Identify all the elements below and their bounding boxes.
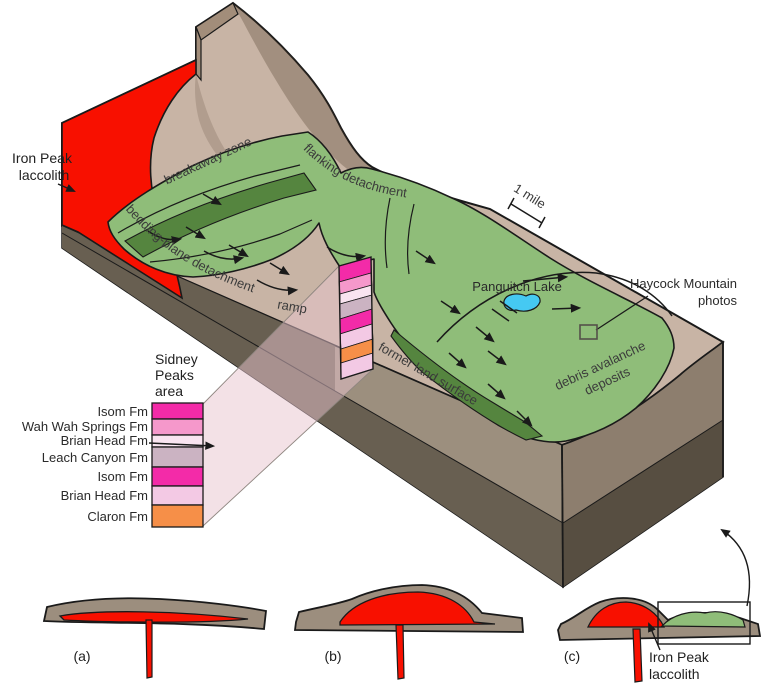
panel-b-laccolith <box>339 591 496 626</box>
iron-peak-bottom-arrow <box>648 622 661 651</box>
panel-c-laccolith <box>586 601 666 628</box>
panel-c-focus-rectangle <box>657 601 751 645</box>
legend-column: Isom Fm Wah Wah Springs Fm Brian Head Fm… <box>22 351 216 528</box>
terrace-scarp-band <box>124 172 317 258</box>
headwall-cliff-face-left <box>195 26 202 82</box>
iron-peak-bottom-label-1: Iron Peak <box>649 649 710 665</box>
debris-lobe-boundary <box>436 271 673 343</box>
legend-swatch-wahwah <box>151 418 204 436</box>
face-layer-line-right <box>562 419 724 524</box>
right-face-lower-dark <box>563 420 723 587</box>
panel-b: (b) <box>293 584 524 680</box>
sidney-peaks-title-1: Sidney <box>155 351 198 367</box>
terrace-line-lower <box>149 219 313 263</box>
iron-peak-label-2: laccolith <box>19 167 70 183</box>
sidney-peaks-title-2: Peaks <box>155 367 194 383</box>
legend-swatch-isom <box>151 402 204 420</box>
haycock-label-1: Haycock Mountain <box>630 276 737 291</box>
panel-a-sill <box>58 611 249 623</box>
haycock-leader-line <box>595 295 649 331</box>
iron-peak-leader-arrow <box>57 183 76 192</box>
panel-a-dike <box>145 619 153 679</box>
terrace-line-upper <box>117 164 301 234</box>
panguitch-lake-label: Panguitch Lake <box>472 279 562 294</box>
legend-label: Claron Fm <box>87 509 148 524</box>
panel-c-dike <box>632 628 643 683</box>
panel-b-label: (b) <box>324 648 341 664</box>
haycock-label-2: photos <box>698 293 738 308</box>
legend-label: Isom Fm <box>97 469 148 484</box>
sidney-peaks-title-3: area <box>155 383 183 399</box>
breakaway-scoop-shadow <box>233 3 372 178</box>
panel-c-deposits <box>660 611 746 628</box>
ramp-label: ramp <box>276 297 308 317</box>
iron-peak-label-1: Iron Peak <box>12 150 73 166</box>
panel-a: (a) <box>42 597 267 679</box>
flow-front-scarp <box>390 329 544 441</box>
panel-c-label: (c) <box>564 648 580 664</box>
ramp-strat-column <box>338 256 374 380</box>
scale-bar <box>507 197 546 229</box>
legend-label: Brian Head Fm <box>61 488 148 503</box>
panguitch-lake-water <box>503 293 541 312</box>
front-corner-edge <box>561 444 564 588</box>
panel-c-zoom-arrow <box>720 528 751 607</box>
haycock-photo-box <box>579 324 598 340</box>
legend-label: Leach Canyon Fm <box>42 450 148 465</box>
detail-projection-fan <box>202 265 374 527</box>
panel-a-label: (a) <box>73 648 90 664</box>
legend-swatch-leach <box>151 446 204 468</box>
legend-swatch-isom2 <box>151 466 204 487</box>
movement-arrows <box>147 193 582 427</box>
fan-fill <box>203 266 373 526</box>
legend-swatch-claron <box>151 504 204 528</box>
legend-swatch-brianhead2 <box>151 485 204 506</box>
sheet-scarp-line-1 <box>384 197 391 269</box>
fan-edge-bottom <box>202 368 374 527</box>
brian-head-pointer <box>148 441 216 450</box>
legend-label: Wah Wah Springs Fm <box>22 419 148 434</box>
sheet-scarp-line-2 <box>407 203 415 275</box>
legend-label: Brian Head Fm <box>61 433 148 448</box>
col-outline <box>338 256 374 380</box>
panel-c: (c) Iron Peak laccolith <box>557 528 762 683</box>
legend-label: Isom Fm <box>97 404 148 419</box>
panel-b-dike <box>395 624 405 680</box>
fan-edge-top <box>202 265 340 405</box>
iron-peak-bottom-label-2: laccolith <box>649 666 700 682</box>
